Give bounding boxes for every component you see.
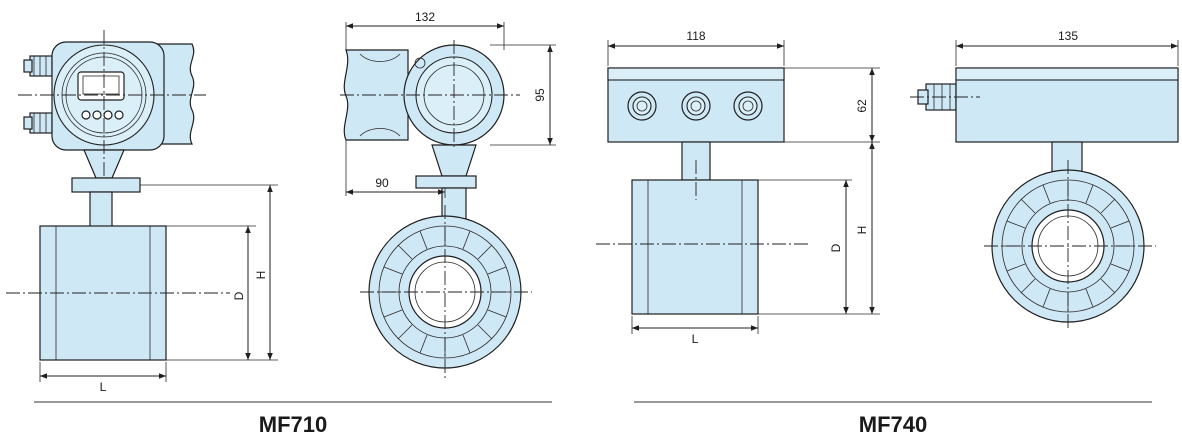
mf710-dim-H: H <box>254 271 268 280</box>
mf710-dim-width: 132 <box>415 10 435 24</box>
mf710-cable-gland-bottom <box>23 112 53 134</box>
mf710-display <box>77 71 125 101</box>
mf740-cable-gland-3 <box>733 91 763 121</box>
mf740-dim-height: 62 <box>855 99 869 113</box>
mf740-dim-width: 118 <box>686 29 705 43</box>
mf740-cable-gland-1 <box>627 91 657 121</box>
mf740-ring-ribs <box>1002 180 1134 312</box>
mf740-dim-H: H <box>855 226 869 235</box>
mf710-dim-height: 95 <box>533 88 547 102</box>
mf710-dim-offset: 90 <box>375 176 389 190</box>
mf710-dim-L: L <box>100 380 107 394</box>
mf710-cable-gland-top <box>23 55 53 77</box>
mf710-front-view: L D H <box>6 30 278 394</box>
mf740-pipe-body <box>631 179 759 315</box>
mf740-dim-L: L <box>692 332 699 346</box>
mf740-dim-D: D <box>829 243 843 252</box>
mf710-side-view: 132 95 90 <box>340 10 556 378</box>
mf740-model-label: MF740 <box>859 412 927 437</box>
mf710-dim-D: D <box>232 291 246 300</box>
mf740-front-view: 118 62 D H L <box>596 29 880 346</box>
mf710-model-label: MF710 <box>259 412 327 437</box>
mf740-cable-gland-2 <box>681 91 711 121</box>
mf740-dim-side-width: 135 <box>1058 29 1078 43</box>
mf740-side-view: 135 <box>910 29 1179 330</box>
